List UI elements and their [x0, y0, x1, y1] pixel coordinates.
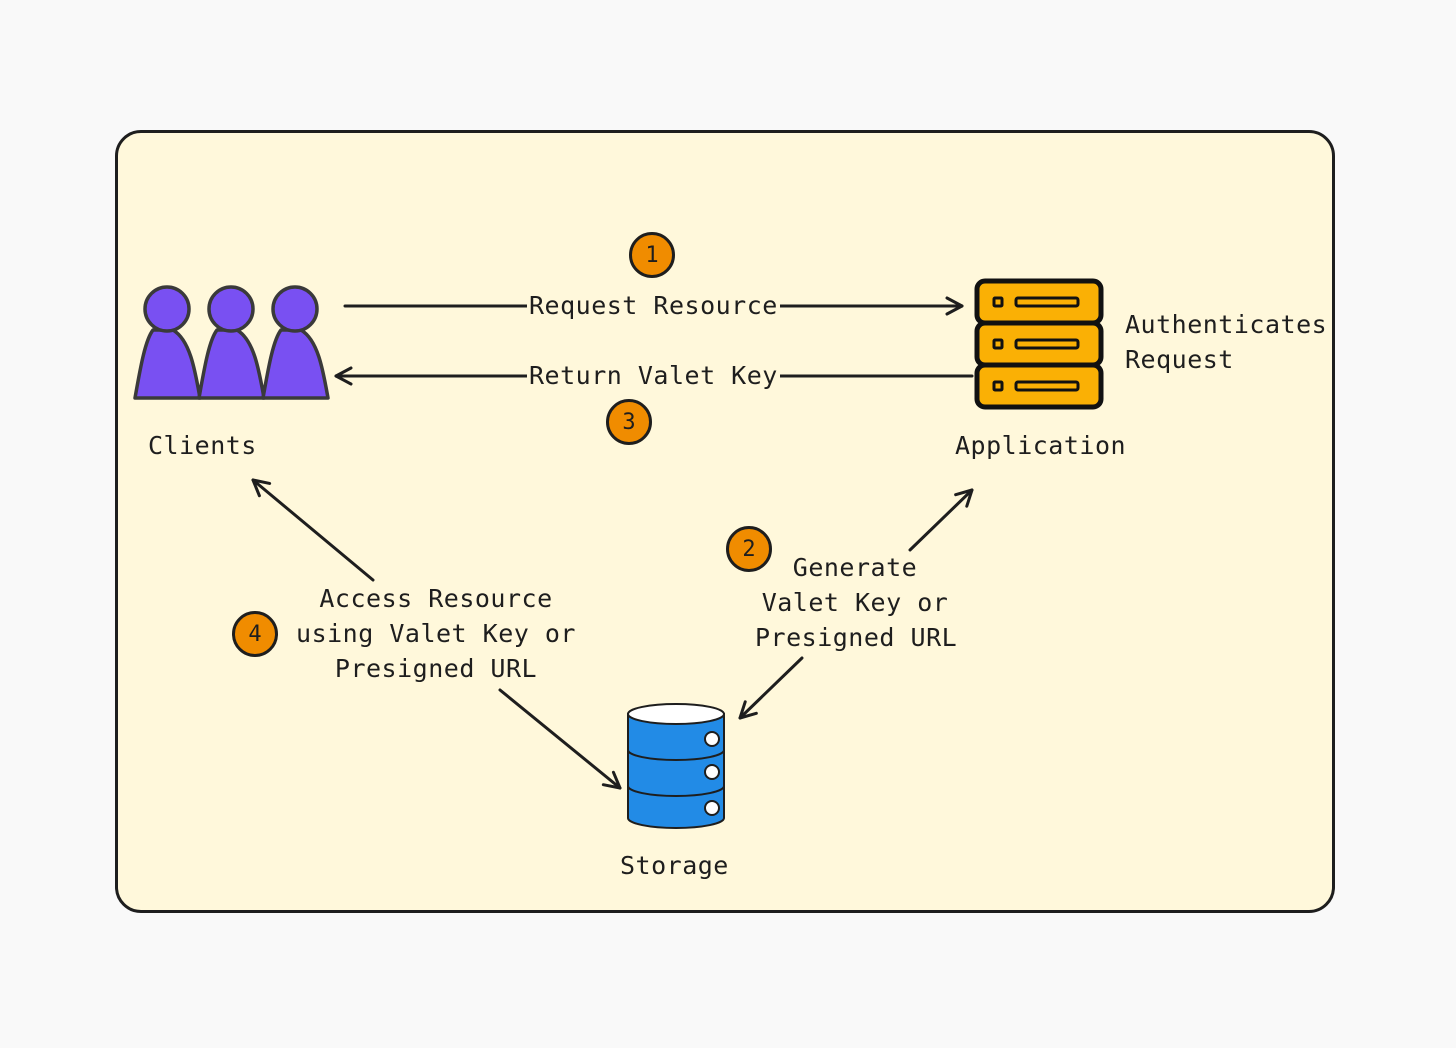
- arrow-generate-to-application: [908, 488, 974, 552]
- step-badge-4: 4: [232, 611, 278, 657]
- database-icon: [627, 703, 725, 829]
- request-resource-label: Request Resource: [527, 288, 780, 323]
- application-note: Authenticates Request: [1125, 310, 1328, 374]
- user-icon: [197, 285, 266, 400]
- user-icon: [133, 285, 202, 400]
- users-icon: [133, 285, 330, 400]
- application-label: Application: [955, 431, 1127, 460]
- step-badge-3: 3: [606, 399, 652, 445]
- server-icon: [974, 278, 1104, 410]
- step-badge-2: 2: [726, 526, 772, 572]
- clients-label: Clients: [148, 431, 257, 460]
- arrow-access-to-storage: [498, 688, 622, 790]
- step-badge-1: 1: [629, 232, 675, 278]
- return-valet-key-label: Return Valet Key: [527, 358, 780, 393]
- access-resource-label: Access Resource using Valet Key or Presi…: [296, 584, 576, 683]
- arrow-access-to-clients: [251, 478, 375, 582]
- storage-label: Storage: [620, 851, 729, 880]
- arrow-generate-to-storage: [738, 656, 804, 720]
- generate-key-label: Generate Valet Key or Presigned URL: [755, 553, 958, 652]
- user-icon: [261, 285, 330, 400]
